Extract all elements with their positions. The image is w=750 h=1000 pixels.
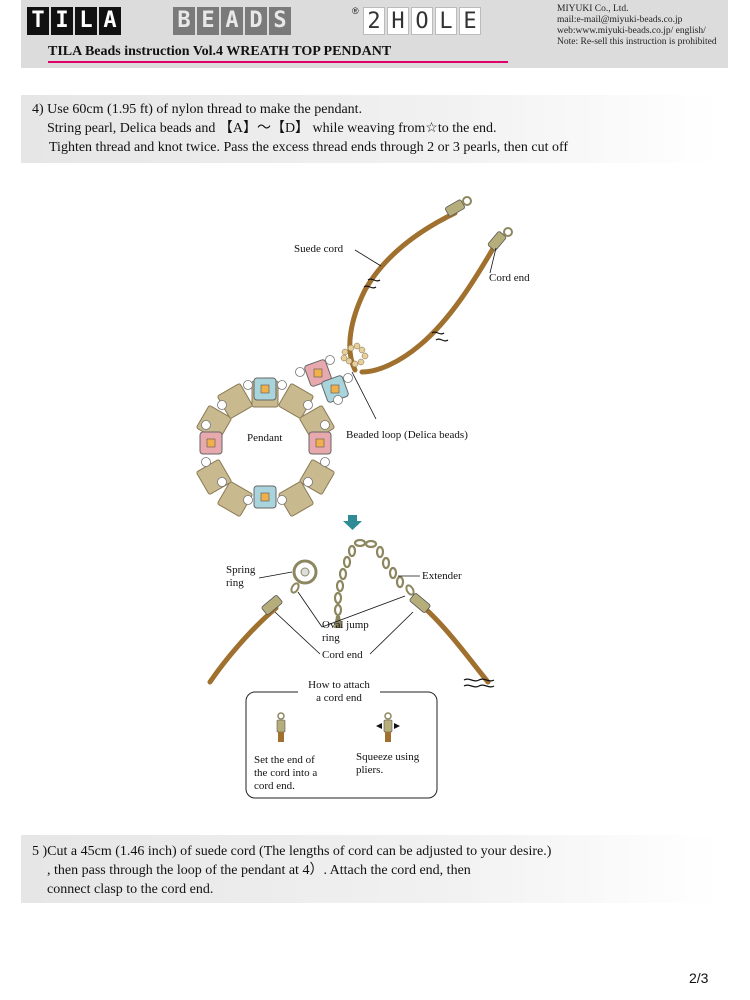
spring-ring-center [300,567,310,577]
pendant-label: Pendant [247,432,282,444]
cord-end-label: Cord end [489,272,530,284]
set-end-text-3: cord end. [254,780,295,792]
cord-break-marks [363,278,449,342]
suede-cord-label: Suede cord [294,243,344,255]
suede-cord-loop [347,210,501,375]
document-title: TILA Beads instruction Vol.4 WREATH TOP … [48,44,392,59]
registered-mark: ® [352,6,359,16]
oval-jump-ring-icon [290,582,415,596]
spring-ring-label-2: ring [226,577,244,589]
spring-ring-label-1: Spring [226,564,256,576]
page-number: 2/3 [689,970,709,986]
leader-lines-bottom [258,571,420,655]
title-underline [48,61,508,63]
company-info: MIYUKI Co., Ltd. mail:e-mail@miyuki-bead… [557,4,717,47]
down-arrow-icon [343,515,362,530]
extender-chain-icon [333,538,405,617]
set-end-text-2: the cord into a [254,767,317,779]
step-5-instructions: 5 )Cut a 45cm (1.46 inch) of suede cord … [21,835,718,903]
cord-end-pair-icon [261,593,431,615]
how-to-title-bg [298,680,380,706]
cord-end-label-2: Cord end [322,649,363,661]
set-end-text-1: Set the end of [254,754,315,766]
extender-label: Extender [422,570,462,582]
beaded-loop-label: Beaded loop (Delica beads) [346,429,468,441]
spring-ring-icon [292,559,318,585]
beaded-loop-icon [340,342,369,368]
how-to-title-2: a cord end [316,692,362,704]
step-4-instructions: 4) Use 60cm (1.95 ft) of nylon thread to… [21,95,718,163]
cord-end-open-icon [276,712,286,742]
extender-drop-icon [334,616,342,628]
squeeze-text-1: Squeeze using [356,751,420,763]
pendant-ring-icon [196,355,353,517]
oval-jump-ring-label-2: ring [322,632,340,644]
cord-end-squeeze-icon [376,712,400,742]
clasp-cord [207,601,491,685]
leader-lines-top [351,247,497,420]
cord-end-icon [445,196,513,251]
how-to-title-1: How to attach [308,679,370,691]
oval-jump-ring-label-1: Oval jump [322,619,369,631]
squeeze-text-2: pliers. [356,764,383,776]
cord-break-marks-2 [463,678,495,688]
